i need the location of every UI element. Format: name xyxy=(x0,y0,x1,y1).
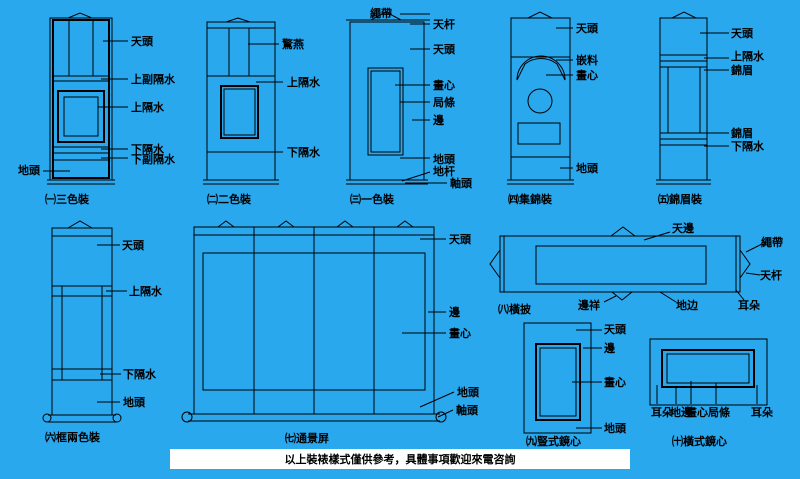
m9-caption: ㈨豎式鏡心 xyxy=(526,434,581,448)
m7-label-zhoutou: 軸頭 xyxy=(456,403,479,417)
m6-caption: ㈥框兩色裝 xyxy=(45,430,101,444)
m3-label-zhoutou: 軸頭 xyxy=(450,176,473,190)
m6-label-upper-separator: 上隔水 xyxy=(129,284,163,298)
mount-6: 天頭 上隔水 下隔水 地頭 ㈥框兩色裝 xyxy=(42,220,163,444)
m1-label-lower-separator: 下隔水 xyxy=(131,142,165,156)
m5-label-jinmei-bottom: 錦眉 xyxy=(731,126,753,140)
m8-label-shengdai: 繩帶 xyxy=(761,235,783,249)
m7-label-bian: 邊 xyxy=(449,305,461,319)
m8-label-dibian: 地边 xyxy=(676,298,699,312)
m3-label-tiangan: 天杆 xyxy=(433,17,455,31)
footer-notice: 以上裝裱樣式僅供參考，具體事項歡迎來電咨詢 xyxy=(170,449,630,469)
m3-label-digan: 地杆 xyxy=(433,164,455,178)
m10-label-dibian: 地邊 xyxy=(670,405,693,419)
mount-7: 天頭 邊 畫心 地頭 軸頭 ㈦通景屏 xyxy=(181,220,480,445)
mount-10: 耳朵 地邊 畫心 局條 耳朵 ㈩橫式鏡心 xyxy=(649,338,773,448)
m7-label-ditou: 地頭 xyxy=(457,385,480,399)
m4-label-tiantou: 天頭 xyxy=(576,22,599,35)
m2-label-upper-separator: 上隔水 xyxy=(287,75,321,89)
m3-label-bian: 邊 xyxy=(433,113,445,127)
m4-caption: ㈣集錦裝 xyxy=(508,192,553,206)
m3-label-jutiao: 局條 xyxy=(432,95,456,109)
m1-label-upper-sub-separator: 上副隔水 xyxy=(131,72,176,86)
m8-label-bianxiang: 邊祥 xyxy=(578,298,600,312)
m10-label-huaxin: 畫心 xyxy=(686,405,708,419)
mount-3: 繩帶 天杆 天頭 畫心 局條 邊 地頭 地杆 軸頭 ㈢一色裝 xyxy=(346,6,473,206)
m6-label-ditou: 地頭 xyxy=(123,395,146,409)
m3-label-ditou: 地頭 xyxy=(433,152,456,166)
m5-label-jinmei-top: 錦眉 xyxy=(731,63,753,77)
mount-5: 天頭 上隔水 錦眉 錦眉 下隔水 ㈤錦眉裝 xyxy=(656,11,765,206)
m1-label-lower-sub-separator: 下副隔水 xyxy=(131,152,176,166)
m2-caption: ㈡二色裝 xyxy=(207,192,252,206)
m3-label-shengdai: 繩帶 xyxy=(370,6,392,20)
m8-label-erduo: 耳朵 xyxy=(738,298,760,312)
m6-label-lower-separator: 下隔水 xyxy=(123,367,157,381)
m2-label-jingyan: 驚燕 xyxy=(281,37,304,51)
m5-label-lower-separator: 下隔水 xyxy=(731,139,765,153)
m9-label-tiantou: 天頭 xyxy=(604,323,627,336)
mount-2: 驚燕 上隔水 下隔水 ㈡二色裝 xyxy=(203,17,321,206)
m4-label-ditou: 地頭 xyxy=(576,161,599,175)
m7-caption: ㈦通景屏 xyxy=(285,431,329,445)
m5-caption: ㈤錦眉裝 xyxy=(658,192,703,206)
mount-8: 天邊 繩帶 天杆 邊祥 地边 耳朵 ㈧橫披 xyxy=(489,221,783,316)
footer-notice-text: 以上裝裱樣式僅供參考，具體事項歡迎來電咨詢 xyxy=(284,453,516,466)
m8-caption: ㈧橫披 xyxy=(498,302,532,316)
m1-label-ditou: 地頭 xyxy=(18,163,41,177)
m10-label-erduo-right: 耳朵 xyxy=(751,405,773,419)
m1-label-upper-separator: 上隔水 xyxy=(131,100,165,114)
m3-caption: ㈢一色裝 xyxy=(350,192,395,206)
m8-label-tianbian: 天邊 xyxy=(672,221,695,235)
m1-caption: ㈠三色裝 xyxy=(45,192,90,206)
mount-1: 天頭 上副隔水 上隔水 下隔水 下副隔水 地頭 ㈠三色裝 xyxy=(18,12,176,206)
mount-9: 天頭 邊 畫心 地頭 ㈨豎式鏡心 xyxy=(523,322,627,448)
m7-label-tiantou: 天頭 xyxy=(449,233,472,246)
m10-label-jutiao: 局條 xyxy=(707,405,731,419)
m9-label-bian: 邊 xyxy=(604,341,616,355)
m7-label-huaxin: 畫心 xyxy=(449,326,471,340)
m9-label-ditou: 地頭 xyxy=(604,421,627,435)
m10-label-erduo-left: 耳朵 xyxy=(651,405,673,419)
m5-label-upper-separator: 上隔水 xyxy=(731,49,765,63)
mount-4: 天頭 嵌料 畫心 地頭 ㈣集錦裝 xyxy=(507,11,599,206)
m2-label-lower-separator: 下隔水 xyxy=(287,145,321,159)
m9-label-huaxin: 畫心 xyxy=(604,375,626,389)
m1-label-tiantou: 天頭 xyxy=(131,35,154,48)
m3-label-tiantou: 天頭 xyxy=(433,43,456,56)
m3-label-huaxin: 畫心 xyxy=(433,78,455,92)
m4-label-qianliao: 嵌料 xyxy=(576,53,598,67)
m4-label-huaxin: 畫心 xyxy=(576,68,598,82)
m10-caption: ㈩橫式鏡心 xyxy=(672,434,727,448)
m8-label-tiangan: 天杆 xyxy=(760,268,782,282)
m5-label-tiantou: 天頭 xyxy=(731,27,754,40)
m6-label-tiantou: 天頭 xyxy=(122,239,145,252)
